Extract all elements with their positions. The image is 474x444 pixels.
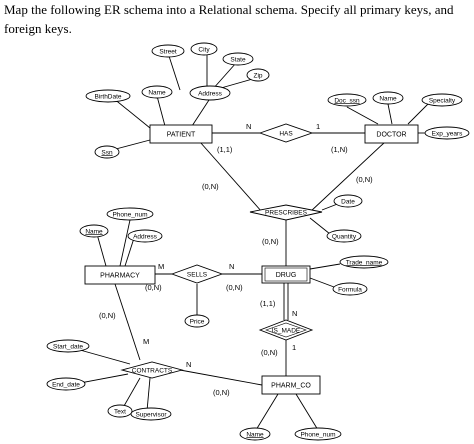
attr-state: State	[222, 52, 254, 66]
svg-text:Specialty: Specialty	[429, 97, 456, 104]
attr-ssn-patient: Ssn	[94, 145, 120, 159]
relationship-prescribes-label: PRESCRIBES	[265, 210, 308, 217]
card-has-patient-11: (1,1)	[217, 145, 233, 154]
relationship-has-label: HAS	[279, 131, 293, 138]
relationship-contracts-label: CONTRACTS	[132, 368, 173, 375]
svg-text:Price: Price	[190, 318, 205, 325]
svg-text:Zip: Zip	[253, 72, 262, 79]
card-presc-doctor-0n: (0,N)	[356, 175, 373, 184]
entity-patient: PATIENT	[149, 124, 213, 144]
relationship-is-made-label: IS_MADE	[272, 328, 301, 335]
question-text: Map the following ER schema into a Relat…	[4, 2, 454, 36]
card-contracts-pharmacy-m: M	[143, 337, 149, 346]
svg-text:Name: Name	[148, 89, 166, 96]
attr-zip: Zip	[246, 68, 270, 82]
attr-address-pharmacy: Address	[127, 229, 163, 243]
entity-pharm-co: PHARM_CO	[261, 375, 321, 395]
svg-text:Trade_name: Trade_name	[346, 259, 383, 266]
attr-name-patient: Name	[141, 85, 173, 99]
svg-text:End_date: End_date	[52, 381, 80, 388]
card-sells-pharmacy-m: M	[158, 262, 164, 271]
card-sells-drug-n: N	[229, 262, 234, 271]
svg-text:Phone_num: Phone_num	[300, 431, 335, 438]
entity-drug-label: DRUG	[276, 272, 297, 279]
entity-doctor-label: DOCTOR	[376, 132, 406, 139]
svg-text:Street: Street	[159, 48, 177, 55]
card-sells-drug-0n: (0,N)	[226, 283, 243, 292]
attr-supervisor: Supervisor	[130, 407, 172, 421]
svg-text:Name: Name	[85, 228, 103, 235]
svg-text:Formula: Formula	[338, 286, 362, 293]
entity-pharmacy-label: PHARMACY	[100, 273, 140, 280]
attr-name-pharmacy: Name	[79, 224, 109, 238]
entity-drug: DRUG	[261, 265, 311, 284]
svg-text:Doc_ssn: Doc_ssn	[334, 97, 360, 104]
svg-text:Text: Text	[114, 408, 126, 415]
svg-text:Date: Date	[341, 198, 355, 205]
card-ismade-pharmco-0n: (0,N)	[261, 348, 278, 357]
attr-text: Text	[107, 404, 133, 418]
svg-text:Name: Name	[246, 431, 264, 438]
relationship-contracts: CONTRACTS	[120, 361, 184, 379]
attr-quantity: Quantity	[326, 229, 362, 243]
attr-start-date: Start_date	[46, 339, 90, 353]
relationship-sells-label: SELLS	[187, 272, 208, 279]
card-has-patient-n: N	[246, 122, 251, 131]
svg-text:Phone_num: Phone_num	[112, 211, 147, 218]
card-presc-patient-0n: (0,N)	[202, 182, 219, 191]
attr-phone-num-pharmco: Phone_num	[294, 427, 342, 441]
attr-name-doctor: Name	[372, 91, 404, 105]
attr-trade-name: Trade_name	[339, 255, 389, 269]
card-contracts-pharmacy-0n: (0,N)	[99, 311, 116, 320]
attr-formula: Formula	[332, 282, 368, 296]
attr-phone-num-pharmacy: Phone_num	[106, 207, 154, 221]
attr-address-patient: Address	[189, 85, 231, 101]
entity-patient-label: PATIENT	[167, 132, 196, 139]
entity-pharmacy: PHARMACY	[84, 265, 156, 285]
entity-doctor: DOCTOR	[364, 124, 419, 144]
entity-pharm-co-label: PHARM_CO	[271, 383, 311, 390]
svg-text:BirthDate: BirthDate	[94, 93, 121, 100]
attr-specialty: Specialty	[421, 93, 463, 107]
attr-street: Street	[151, 44, 185, 58]
relationship-prescribes: PRESCRIBES	[249, 204, 323, 221]
card-ismade-pharmco-1: 1	[292, 343, 296, 352]
attr-price: Price	[184, 314, 210, 328]
attr-name-pharmco: Name	[239, 427, 271, 441]
card-has-doctor-1: 1	[316, 122, 320, 131]
relationship-is-made: IS_MADE	[258, 319, 314, 341]
cardinality-labels: N 1 (1,1) (1,N) (0,N) (0,N) (0,N) M N (0…	[99, 122, 373, 397]
svg-text:Start_date: Start_date	[53, 343, 83, 350]
attr-city: City	[190, 42, 218, 56]
svg-text:Exp_years: Exp_years	[432, 130, 463, 137]
card-ismade-drug-11: (1,1)	[260, 299, 276, 308]
relationship-has: HAS	[258, 123, 314, 143]
svg-text:Address: Address	[198, 90, 223, 97]
svg-text:Name: Name	[379, 95, 397, 102]
card-contracts-pharmco-n: N	[186, 360, 191, 369]
card-presc-drug-0n: (0,N)	[262, 237, 279, 246]
card-ismade-drug-n: N	[292, 309, 297, 318]
card-sells-pharmacy-0n: (0,N)	[145, 283, 162, 292]
attr-doc-ssn: Doc_ssn	[327, 93, 367, 107]
svg-text:Ssn: Ssn	[101, 149, 113, 156]
attr-date: Date	[333, 194, 363, 208]
card-has-doctor-1n: (1,N)	[331, 145, 348, 154]
svg-text:State: State	[230, 56, 246, 63]
attr-exp-years: Exp_years	[424, 126, 470, 140]
attr-end-date: End_date	[46, 377, 86, 391]
relationship-sells: SELLS	[170, 264, 224, 284]
svg-text:Quantity: Quantity	[332, 233, 357, 240]
svg-text:Address: Address	[133, 233, 158, 240]
svg-text:Supervisor: Supervisor	[135, 411, 167, 418]
card-contracts-pharmco-0n: (0,N)	[213, 388, 230, 397]
attr-birthdate: BirthDate	[85, 89, 131, 103]
svg-text:City: City	[198, 46, 210, 53]
